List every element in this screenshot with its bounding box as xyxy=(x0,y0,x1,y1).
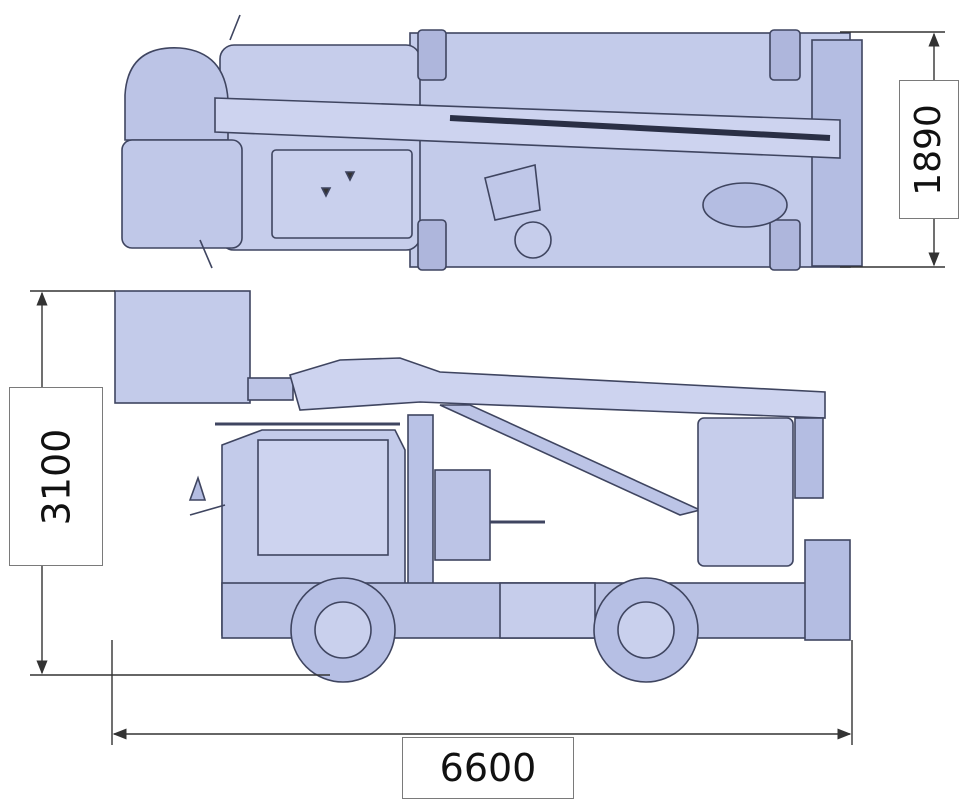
truck-side-view-icon xyxy=(114,290,851,683)
overall-height-label: 3100 xyxy=(34,428,78,525)
length-label-box: 6600 xyxy=(402,737,574,799)
overall-length-label: 6600 xyxy=(439,746,537,790)
width-label-box: 1890 xyxy=(899,80,959,219)
truck-top-view-icon xyxy=(121,14,863,271)
overall-width-label: 1890 xyxy=(908,103,949,196)
height-label-box: 3100 xyxy=(9,387,103,566)
